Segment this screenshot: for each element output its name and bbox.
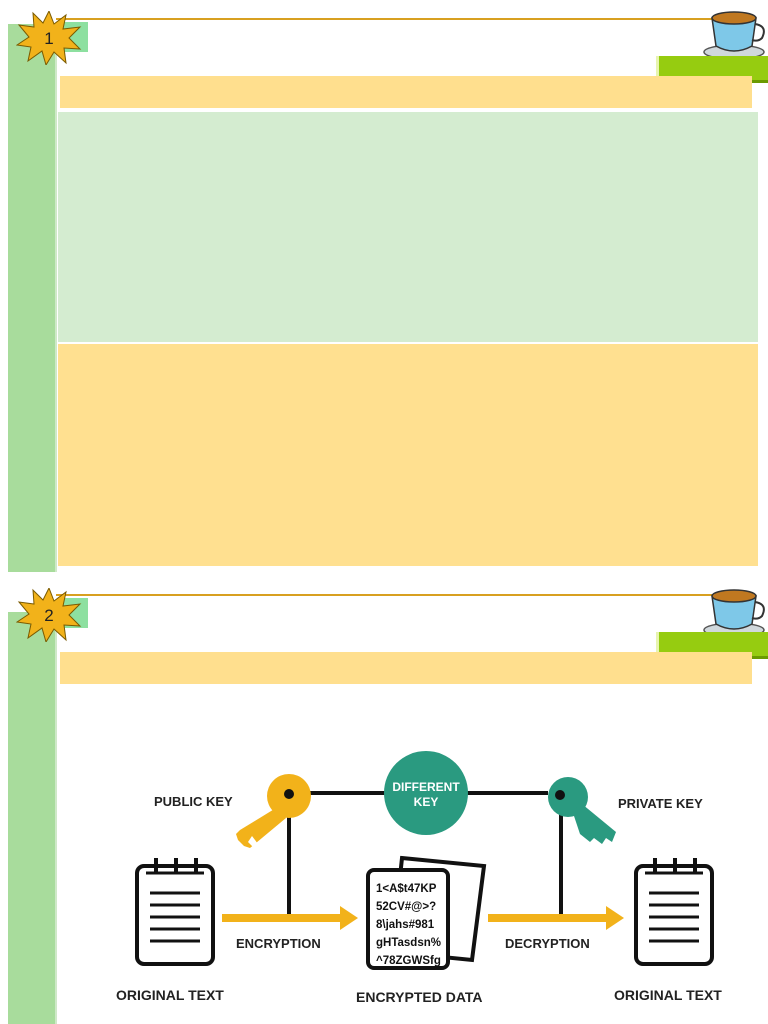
teacup-icon	[703, 11, 765, 60]
slide-2-header-line	[56, 594, 716, 596]
teacup-icon	[703, 589, 765, 638]
slide-2-number: 2	[44, 606, 53, 625]
slide-2-number-star: 2	[16, 588, 82, 642]
slide-1: 1	[8, 11, 768, 572]
slide-1-title-band	[60, 76, 752, 108]
slide-2: 2	[0, 588, 768, 1024]
slide-1-yellow-content-box	[58, 344, 758, 566]
slide-1-header-line	[56, 18, 716, 20]
slide-2-title-band	[60, 652, 752, 684]
slide-1-green-content-box	[58, 112, 758, 342]
slide-1-sidebar	[8, 24, 57, 572]
slide-1-number-star: 1	[16, 11, 82, 65]
slide-1-number: 1	[44, 29, 53, 48]
slide-2-sidebar	[8, 612, 57, 1024]
